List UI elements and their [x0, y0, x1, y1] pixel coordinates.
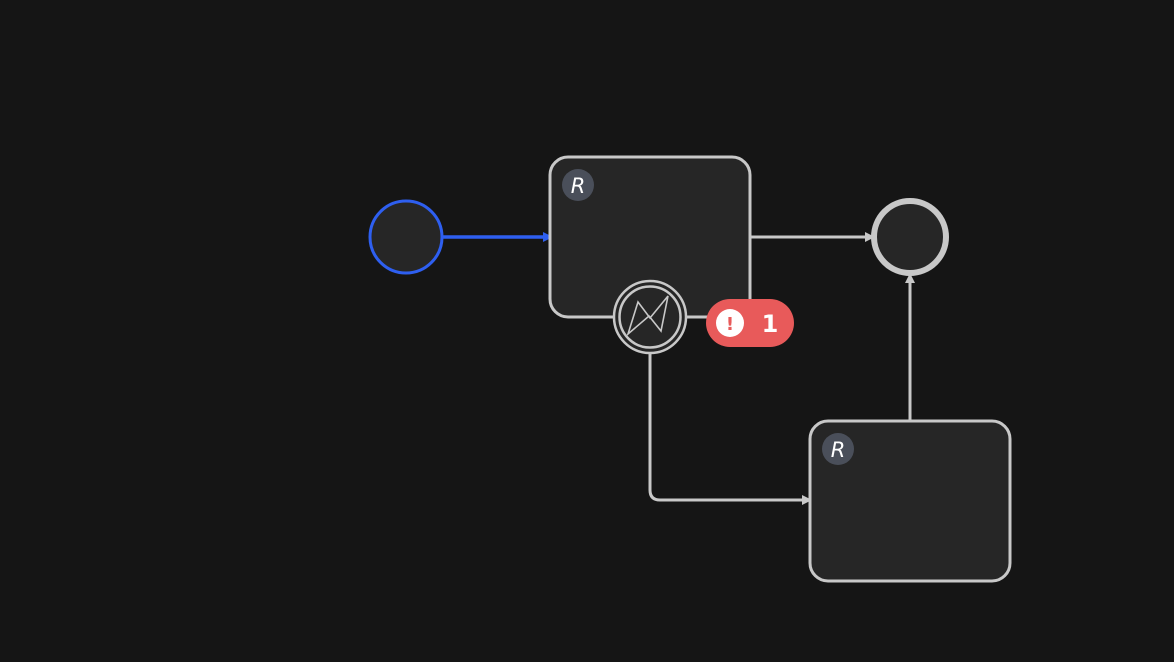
task-2-shape[interactable]	[808, 419, 1012, 583]
lightning-icon	[626, 295, 669, 337]
rule-task-icon: R	[562, 169, 594, 201]
sequence-flows	[443, 232, 915, 505]
exclamation-icon: !	[726, 314, 734, 335]
error-count: 1	[762, 310, 779, 338]
flow-boundary-to-task-2[interactable]	[648, 352, 812, 505]
task-1[interactable]: R	[548, 155, 752, 319]
task-2-icon-label: R	[831, 438, 846, 462]
task-2[interactable]: R	[808, 419, 1012, 583]
task-1-icon-label: R	[571, 174, 586, 198]
error-boundary-event[interactable]	[612, 279, 688, 355]
error-badge[interactable]: ! 1	[706, 299, 794, 347]
end-event[interactable]	[871, 198, 949, 276]
start-event[interactable]	[368, 199, 444, 275]
rule-task-icon: R	[822, 433, 854, 465]
